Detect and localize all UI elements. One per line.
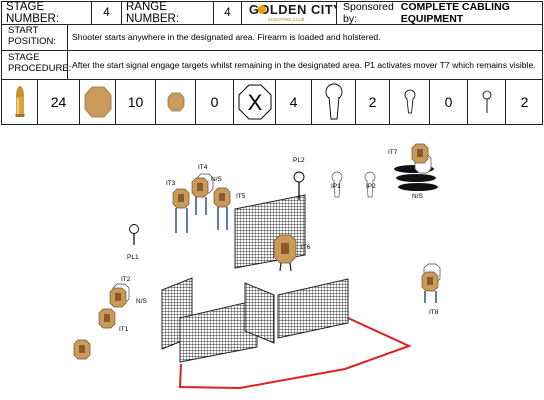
stage-number-label: STAGE NUMBER: xyxy=(1,1,91,25)
label-ns-it7: N/S xyxy=(412,193,424,200)
target-it6: IT6 xyxy=(273,234,311,272)
sponsor-label: Sponsored by: xyxy=(343,1,394,25)
label-ns-it4: N/S xyxy=(211,176,223,183)
start-position-text: Shooter starts anywhere in the designate… xyxy=(68,24,543,50)
stage-diagram: IT4 N/S IT3 IT5 PL2 IP1 xyxy=(73,143,441,390)
target-it8: IT8 xyxy=(421,263,441,316)
target-it4: IT4 N/S xyxy=(191,164,223,215)
target-it2: IT2 N/S xyxy=(109,276,148,308)
logo-text: GOLDEN CITY xyxy=(249,2,336,17)
mini-target-icon xyxy=(155,80,195,124)
target-it5: IT5 xyxy=(213,187,246,230)
start-label-line2: POSITION: xyxy=(8,36,57,47)
stage-procedure-label: STAGE PROCEDURE: xyxy=(1,51,72,79)
paper-target-count: 10 xyxy=(115,80,155,124)
label-it1: IT1 xyxy=(119,326,129,333)
paper-target-icon xyxy=(79,80,115,124)
label-pl1: PL1 xyxy=(127,254,139,261)
start-position-row: START POSITION: Shooter starts anywhere … xyxy=(1,24,543,51)
start-label-line1: START xyxy=(8,25,39,36)
popper-ip2: IP2 xyxy=(364,171,376,198)
plate-count: 2 xyxy=(505,80,543,124)
label-it3: IT3 xyxy=(166,180,176,187)
mini-popper-icon xyxy=(389,80,429,124)
wall-small xyxy=(244,282,275,344)
range-number-label: RANGE NUMBER: xyxy=(121,1,213,25)
wall-front-right xyxy=(277,278,349,339)
mini-target-count: 0 xyxy=(195,80,233,124)
popper-count: 2 xyxy=(355,80,389,124)
label-it7: IT7 xyxy=(388,149,398,156)
procedure-label-line1: STAGE xyxy=(8,52,40,63)
label-it5: IT5 xyxy=(236,193,246,200)
plate-icon xyxy=(467,80,505,124)
popper-ip1: IP1 xyxy=(331,171,343,198)
mini-popper-count: 0 xyxy=(429,80,467,124)
stage-procedure-row: STAGE PROCEDURE: After the start signal … xyxy=(1,51,543,80)
label-it6: IT6 xyxy=(301,244,311,251)
stage-procedure-text: After the start signal engage targets wh… xyxy=(68,51,543,79)
club-logo-graphic: GOLDEN CITY SHOOTING CLUB xyxy=(249,2,336,22)
target-it3: IT3 xyxy=(166,180,190,233)
rounds-count: 24 xyxy=(37,80,79,124)
stage-number-value: 4 xyxy=(91,2,121,24)
target-bottom-left xyxy=(73,339,91,360)
label-ip2: IP2 xyxy=(366,183,376,190)
sponsor-name: COMPLETE CABLING EQUIPMENT xyxy=(400,1,510,25)
logo-subtext: SHOOTING CLUB xyxy=(268,17,305,22)
label-it2: IT2 xyxy=(121,276,131,283)
start-position-label: START POSITION: xyxy=(1,24,68,50)
plate-pl1: PL1 xyxy=(127,224,139,261)
label-pl2: PL2 xyxy=(293,157,305,164)
label-ip1: IP1 xyxy=(331,183,341,190)
mover-it7: IT7 N/S xyxy=(388,143,438,200)
svg-text:X: X xyxy=(247,90,262,115)
club-logo: GOLDEN CITY SHOOTING CLUB xyxy=(241,2,336,24)
label-it4: IT4 xyxy=(198,164,208,171)
procedure-label-line2: PROCEDURE: xyxy=(8,63,72,74)
header-row: STAGE NUMBER: 4 RANGE NUMBER: 4 GOLDEN C… xyxy=(1,1,543,25)
shooting-area-boundary xyxy=(178,317,412,390)
range-number-value: 4 xyxy=(213,2,241,24)
wall-front-left xyxy=(179,299,258,363)
plate-pl2: PL2 xyxy=(293,157,305,200)
label-ns-left: N/S xyxy=(136,298,148,305)
no-shoot-count: 4 xyxy=(275,80,311,124)
bullet-icon xyxy=(1,80,37,124)
target-counts-row: 24 10 0 X 4 2 xyxy=(1,80,543,125)
label-it8: IT8 xyxy=(429,309,439,316)
target-it1: IT1 xyxy=(98,308,129,333)
sponsor-block: Sponsored by: COMPLETE CABLING EQUIPMENT xyxy=(336,1,543,25)
popper-icon xyxy=(311,80,355,124)
no-shoot-icon: X xyxy=(233,80,275,124)
